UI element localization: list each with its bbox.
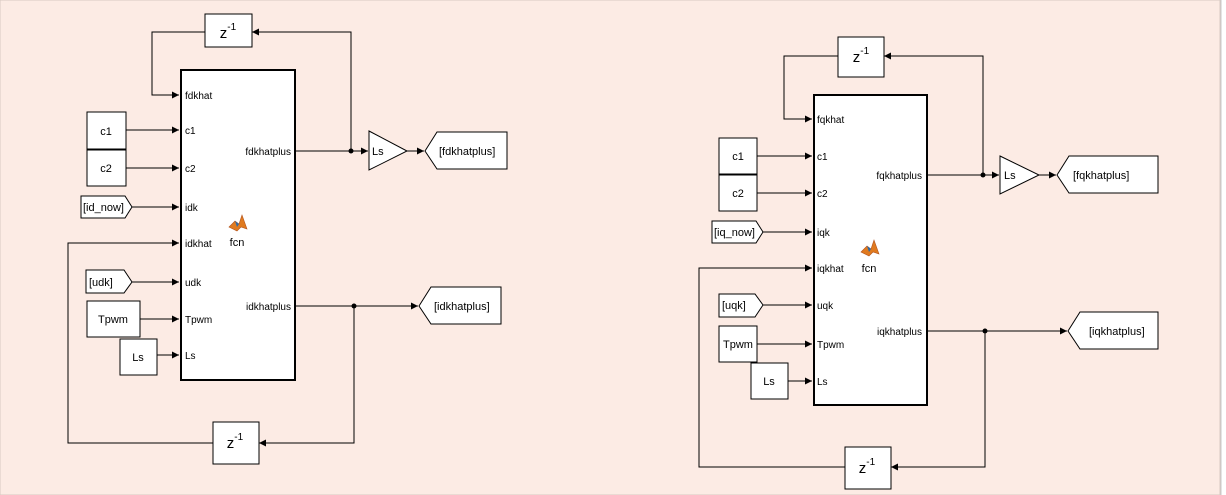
svg-text:[uqk]: [uqk]: [722, 300, 746, 312]
right-constant-c2[interactable]: c2: [718, 174, 758, 212]
left-constant-c2[interactable]: c2: [86, 149, 127, 187]
fcn-label: fcn: [862, 263, 877, 275]
svg-text:Ls: Ls: [132, 352, 144, 364]
fcn-label: fcn: [230, 237, 245, 249]
wire-delay-to-fdkhat: [151, 31, 205, 99]
right-goto-iqkhatplus[interactable]: [iqkhatplus]: [1067, 311, 1159, 350]
wire-fqkhatplus-to-delay: [884, 52, 984, 175]
svg-text:[fqkhatplus]: [fqkhatplus]: [1073, 170, 1129, 182]
port-in-c1: c1: [817, 152, 828, 163]
svg-text:Tpwm: Tpwm: [98, 314, 128, 326]
left-unit-delay-bottom[interactable]: z-1: [212, 421, 260, 465]
port-in-uqk: uqk: [817, 301, 834, 312]
wire-iqkhatplus-to-delay: [891, 331, 986, 471]
junction-idkhatplus: [351, 303, 357, 309]
right-from-iq-now[interactable]: [iq_now]: [711, 220, 764, 244]
svg-text:c1: c1: [732, 151, 744, 163]
right-gain-ls[interactable]: Ls: [999, 155, 1041, 195]
left-goto-fdkhatplus[interactable]: [fdkhatplus]: [424, 131, 508, 170]
port-in-tpwm: Tpwm: [817, 340, 844, 351]
wire-delay-to-fqkhat: [783, 55, 838, 123]
junction-fqkhatplus: [980, 172, 986, 178]
port-in-iqk: iqk: [817, 228, 831, 239]
port-in-fqkhat: fqkhat: [817, 115, 844, 126]
port-in-c2: c2: [185, 164, 196, 175]
right-matlab-function-block[interactable]: fqkhat c1 c2 iqk iqkhat uqk Tpwm Ls fqkh…: [813, 94, 928, 406]
right-constant-c1[interactable]: c1: [718, 137, 758, 175]
svg-text:z-1: z-1: [853, 46, 870, 66]
right-unit-delay-top[interactable]: z-1: [837, 36, 885, 78]
left-from-id-now[interactable]: [id_now]: [80, 195, 133, 219]
svg-text:[idkhatplus]: [idkhatplus]: [434, 301, 490, 313]
port-out-iqkhatplus: iqkhatplus: [877, 327, 922, 338]
port-in-tpwm: Tpwm: [185, 315, 212, 326]
svg-text:c2: c2: [100, 163, 112, 175]
port-in-idk: idk: [185, 203, 199, 214]
svg-text:Ls: Ls: [1004, 170, 1016, 182]
port-in-ls: Ls: [817, 377, 828, 388]
svg-text:[udk]: [udk]: [89, 277, 113, 289]
left-gain-ls[interactable]: Ls: [368, 130, 409, 171]
svg-text:Ls: Ls: [372, 146, 384, 158]
svg-text:Ls: Ls: [763, 376, 775, 388]
port-in-c1: c1: [185, 126, 196, 137]
left-constant-tpwm[interactable]: Tpwm: [86, 300, 141, 338]
left-from-udk[interactable]: [udk]: [85, 269, 133, 294]
port-in-idkhat: idkhat: [185, 239, 212, 250]
left-unit-delay-top[interactable]: z-1: [204, 13, 253, 48]
right-unit-delay-bottom[interactable]: z-1: [844, 446, 892, 490]
left-matlab-function-block[interactable]: fdkhat c1 c2 idk idkhat udk Tpwm Ls fdkh…: [180, 69, 296, 381]
right-subsystem: z-1 fqkhat c1 c2 iqk iqkhat uqk Tpwm Ls …: [698, 36, 1159, 490]
svg-text:[iqkhatplus]: [iqkhatplus]: [1089, 326, 1145, 338]
port-in-ls: Ls: [185, 351, 196, 362]
svg-text:z-1: z-1: [227, 432, 244, 452]
port-out-fdkhatplus: fdkhatplus: [245, 147, 291, 158]
left-goto-idkhatplus[interactable]: [idkhatplus]: [418, 286, 502, 325]
left-constant-c1[interactable]: c1: [86, 111, 127, 150]
right-goto-fqkhatplus[interactable]: [fqkhatplus]: [1056, 155, 1159, 194]
port-in-fdkhat: fdkhat: [185, 91, 212, 102]
wire-idkhatplus-to-delay: [259, 306, 355, 447]
port-out-fqkhatplus: fqkhatplus: [876, 171, 922, 182]
svg-text:[iq_now]: [iq_now]: [714, 227, 755, 239]
svg-text:c1: c1: [100, 126, 112, 138]
port-in-iqkhat: iqkhat: [817, 264, 844, 275]
port-out-idkhatplus: idkhatplus: [246, 302, 291, 313]
wire-fdkhatplus-to-delay: [252, 28, 352, 151]
right-from-uqk[interactable]: [uqk]: [718, 293, 764, 318]
svg-text:Tpwm: Tpwm: [723, 339, 753, 351]
svg-text:c2: c2: [732, 188, 744, 200]
junction-iqkhatplus: [982, 328, 988, 334]
right-constant-ls[interactable]: Ls: [750, 362, 789, 400]
wire-delay-to-idkhat: [67, 239, 213, 444]
svg-text:[fdkhatplus]: [fdkhatplus]: [439, 146, 495, 158]
port-in-c2: c2: [817, 189, 828, 200]
wire-delay-to-iqkhat: [698, 264, 845, 468]
left-wires: [67, 28, 424, 447]
matlab-icon: [860, 239, 880, 257]
left-constant-ls[interactable]: Ls: [119, 338, 158, 376]
left-subsystem: z-1 fdkhat c1 c2 idk idkhat udk Tpwm Ls …: [67, 13, 508, 465]
svg-text:[id_now]: [id_now]: [83, 202, 124, 214]
right-wires: [698, 52, 1067, 471]
svg-text:z-1: z-1: [220, 22, 237, 42]
right-constant-tpwm[interactable]: Tpwm: [718, 325, 758, 363]
svg-text:z-1: z-1: [859, 457, 876, 477]
junction-fdkhatplus: [348, 148, 354, 154]
port-in-udk: udk: [185, 278, 202, 289]
matlab-icon: [228, 214, 248, 232]
